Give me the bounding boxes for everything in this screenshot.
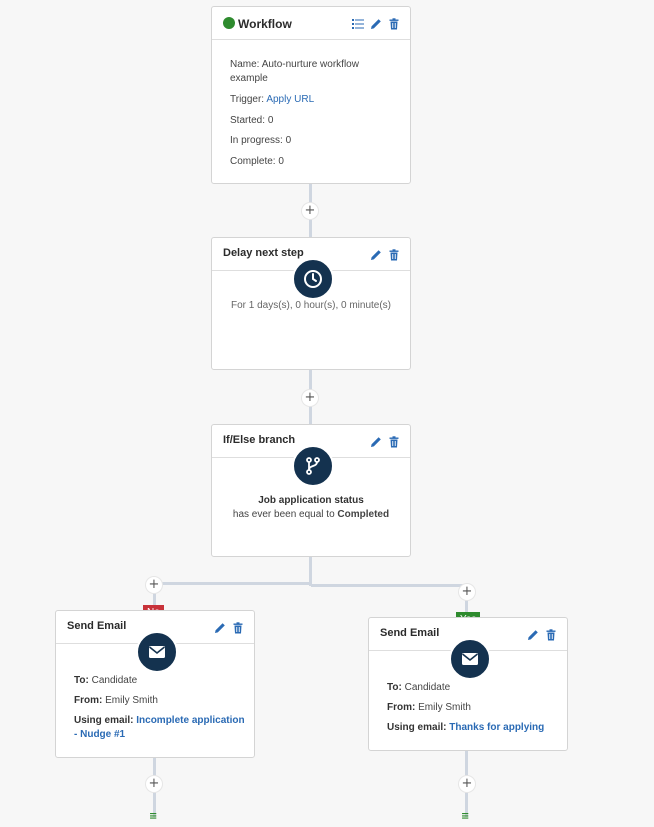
email-title: Send Email	[67, 620, 127, 632]
from-value: Emily Smith	[105, 695, 158, 706]
from-label: From:	[74, 695, 103, 706]
status-dot-icon	[223, 17, 235, 29]
using-email-row: Using email: Thanks for applying	[387, 722, 544, 733]
condition-prefix: has ever been equal to	[232, 509, 335, 520]
delay-duration-text: For 1 days(s), 0 hour(s), 0 minute(s)	[230, 300, 392, 311]
from-label: From:	[387, 702, 416, 713]
if-else-branch-card[interactable]: If/Else branch Job application status ha…	[211, 424, 411, 557]
add-step-button[interactable]: +	[459, 776, 475, 792]
list-icon[interactable]	[352, 18, 364, 30]
branch-icon	[292, 445, 334, 487]
add-step-button[interactable]: +	[302, 203, 318, 219]
end-menu-icon[interactable]: ≡	[149, 811, 158, 822]
workflow-name-row: Name: Auto-nurture workflow	[230, 59, 359, 70]
connector-split-right	[311, 584, 468, 587]
to-label: To:	[74, 675, 89, 686]
add-step-button-yes-branch[interactable]: +	[459, 584, 475, 600]
using-email-row-cont: - Nudge #1	[74, 729, 125, 740]
using-email-label: Using email:	[74, 715, 134, 726]
trigger-link[interactable]: Apply URL	[266, 94, 315, 105]
using-email-link[interactable]: Incomplete application	[136, 715, 245, 726]
workflow-card[interactable]: Workflow Name: Auto-nurture workflow exa…	[211, 6, 411, 184]
trigger-row: Trigger: Apply URL	[230, 94, 314, 105]
connector-right-down	[465, 584, 468, 619]
using-email-label: Using email:	[387, 722, 447, 733]
edit-pencil-icon[interactable]	[370, 249, 382, 261]
connector-branch-split	[309, 556, 312, 586]
delete-trash-icon[interactable]	[545, 629, 557, 641]
branch-title: If/Else branch	[223, 434, 296, 446]
name-value-cont: example	[230, 73, 268, 84]
in-progress-row: In progress: 0	[230, 135, 291, 146]
from-row: From: Emily Smith	[387, 702, 471, 713]
send-email-card-no[interactable]: Send Email To: Candidate From: Emily Smi…	[55, 610, 255, 758]
to-value: Candidate	[91, 675, 138, 686]
send-email-card-yes[interactable]: Send Email To: Candidate From: Emily Smi…	[368, 617, 568, 751]
end-menu-icon[interactable]: ≡	[461, 811, 470, 822]
started-row: Started: 0	[230, 115, 273, 126]
condition-text: has ever been equal to Completed	[212, 509, 410, 520]
condition-field: Job application status	[258, 495, 364, 506]
add-step-button-no-branch[interactable]: +	[146, 577, 162, 593]
to-row: To: Candidate	[387, 682, 450, 693]
delete-trash-icon[interactable]	[388, 18, 400, 30]
in-progress-label: In progress:	[230, 135, 283, 146]
in-progress-value: 0	[285, 135, 292, 146]
envelope-icon	[136, 631, 178, 673]
to-label: To:	[387, 682, 402, 693]
using-email-link[interactable]: Thanks for applying	[449, 722, 545, 733]
edit-pencil-icon[interactable]	[370, 18, 382, 30]
email-title: Send Email	[380, 627, 440, 639]
to-row: To: Candidate	[74, 675, 137, 686]
connector-split-left	[153, 582, 311, 585]
trigger-label: Trigger:	[230, 94, 265, 105]
delay-title: Delay next step	[223, 247, 304, 259]
edit-pencil-icon[interactable]	[370, 436, 382, 448]
from-value: Emily Smith	[418, 702, 471, 713]
from-row: From: Emily Smith	[74, 695, 158, 706]
workflow-name-row-cont: example	[230, 73, 268, 84]
name-label: Name:	[230, 59, 260, 70]
to-value: Candidate	[404, 682, 451, 693]
complete-label: Complete:	[230, 156, 276, 167]
delay-step-card[interactable]: Delay next step For 1 days(s), 0 hour(s)…	[211, 237, 411, 370]
clock-icon	[292, 258, 334, 300]
add-step-button[interactable]: +	[146, 776, 162, 792]
condition-value: Completed	[337, 509, 390, 520]
envelope-icon	[449, 638, 491, 680]
using-email-link-cont[interactable]: - Nudge #1	[74, 729, 126, 740]
delete-trash-icon[interactable]	[388, 249, 400, 261]
complete-value: 0	[278, 156, 284, 167]
delete-trash-icon[interactable]	[388, 436, 400, 448]
workflow-title: Workflow	[238, 17, 292, 31]
started-value: 0	[267, 115, 274, 126]
add-step-button[interactable]: +	[302, 390, 318, 406]
edit-pencil-icon[interactable]	[214, 622, 226, 634]
connector-left-down	[153, 582, 156, 612]
started-label: Started:	[230, 115, 266, 126]
complete-row: Complete: 0	[230, 156, 284, 167]
edit-pencil-icon[interactable]	[527, 629, 539, 641]
delete-trash-icon[interactable]	[232, 622, 244, 634]
using-email-row: Using email: Incomplete application	[74, 715, 245, 726]
name-value: Auto-nurture workflow	[261, 59, 359, 70]
card-header: Workflow	[212, 7, 410, 40]
